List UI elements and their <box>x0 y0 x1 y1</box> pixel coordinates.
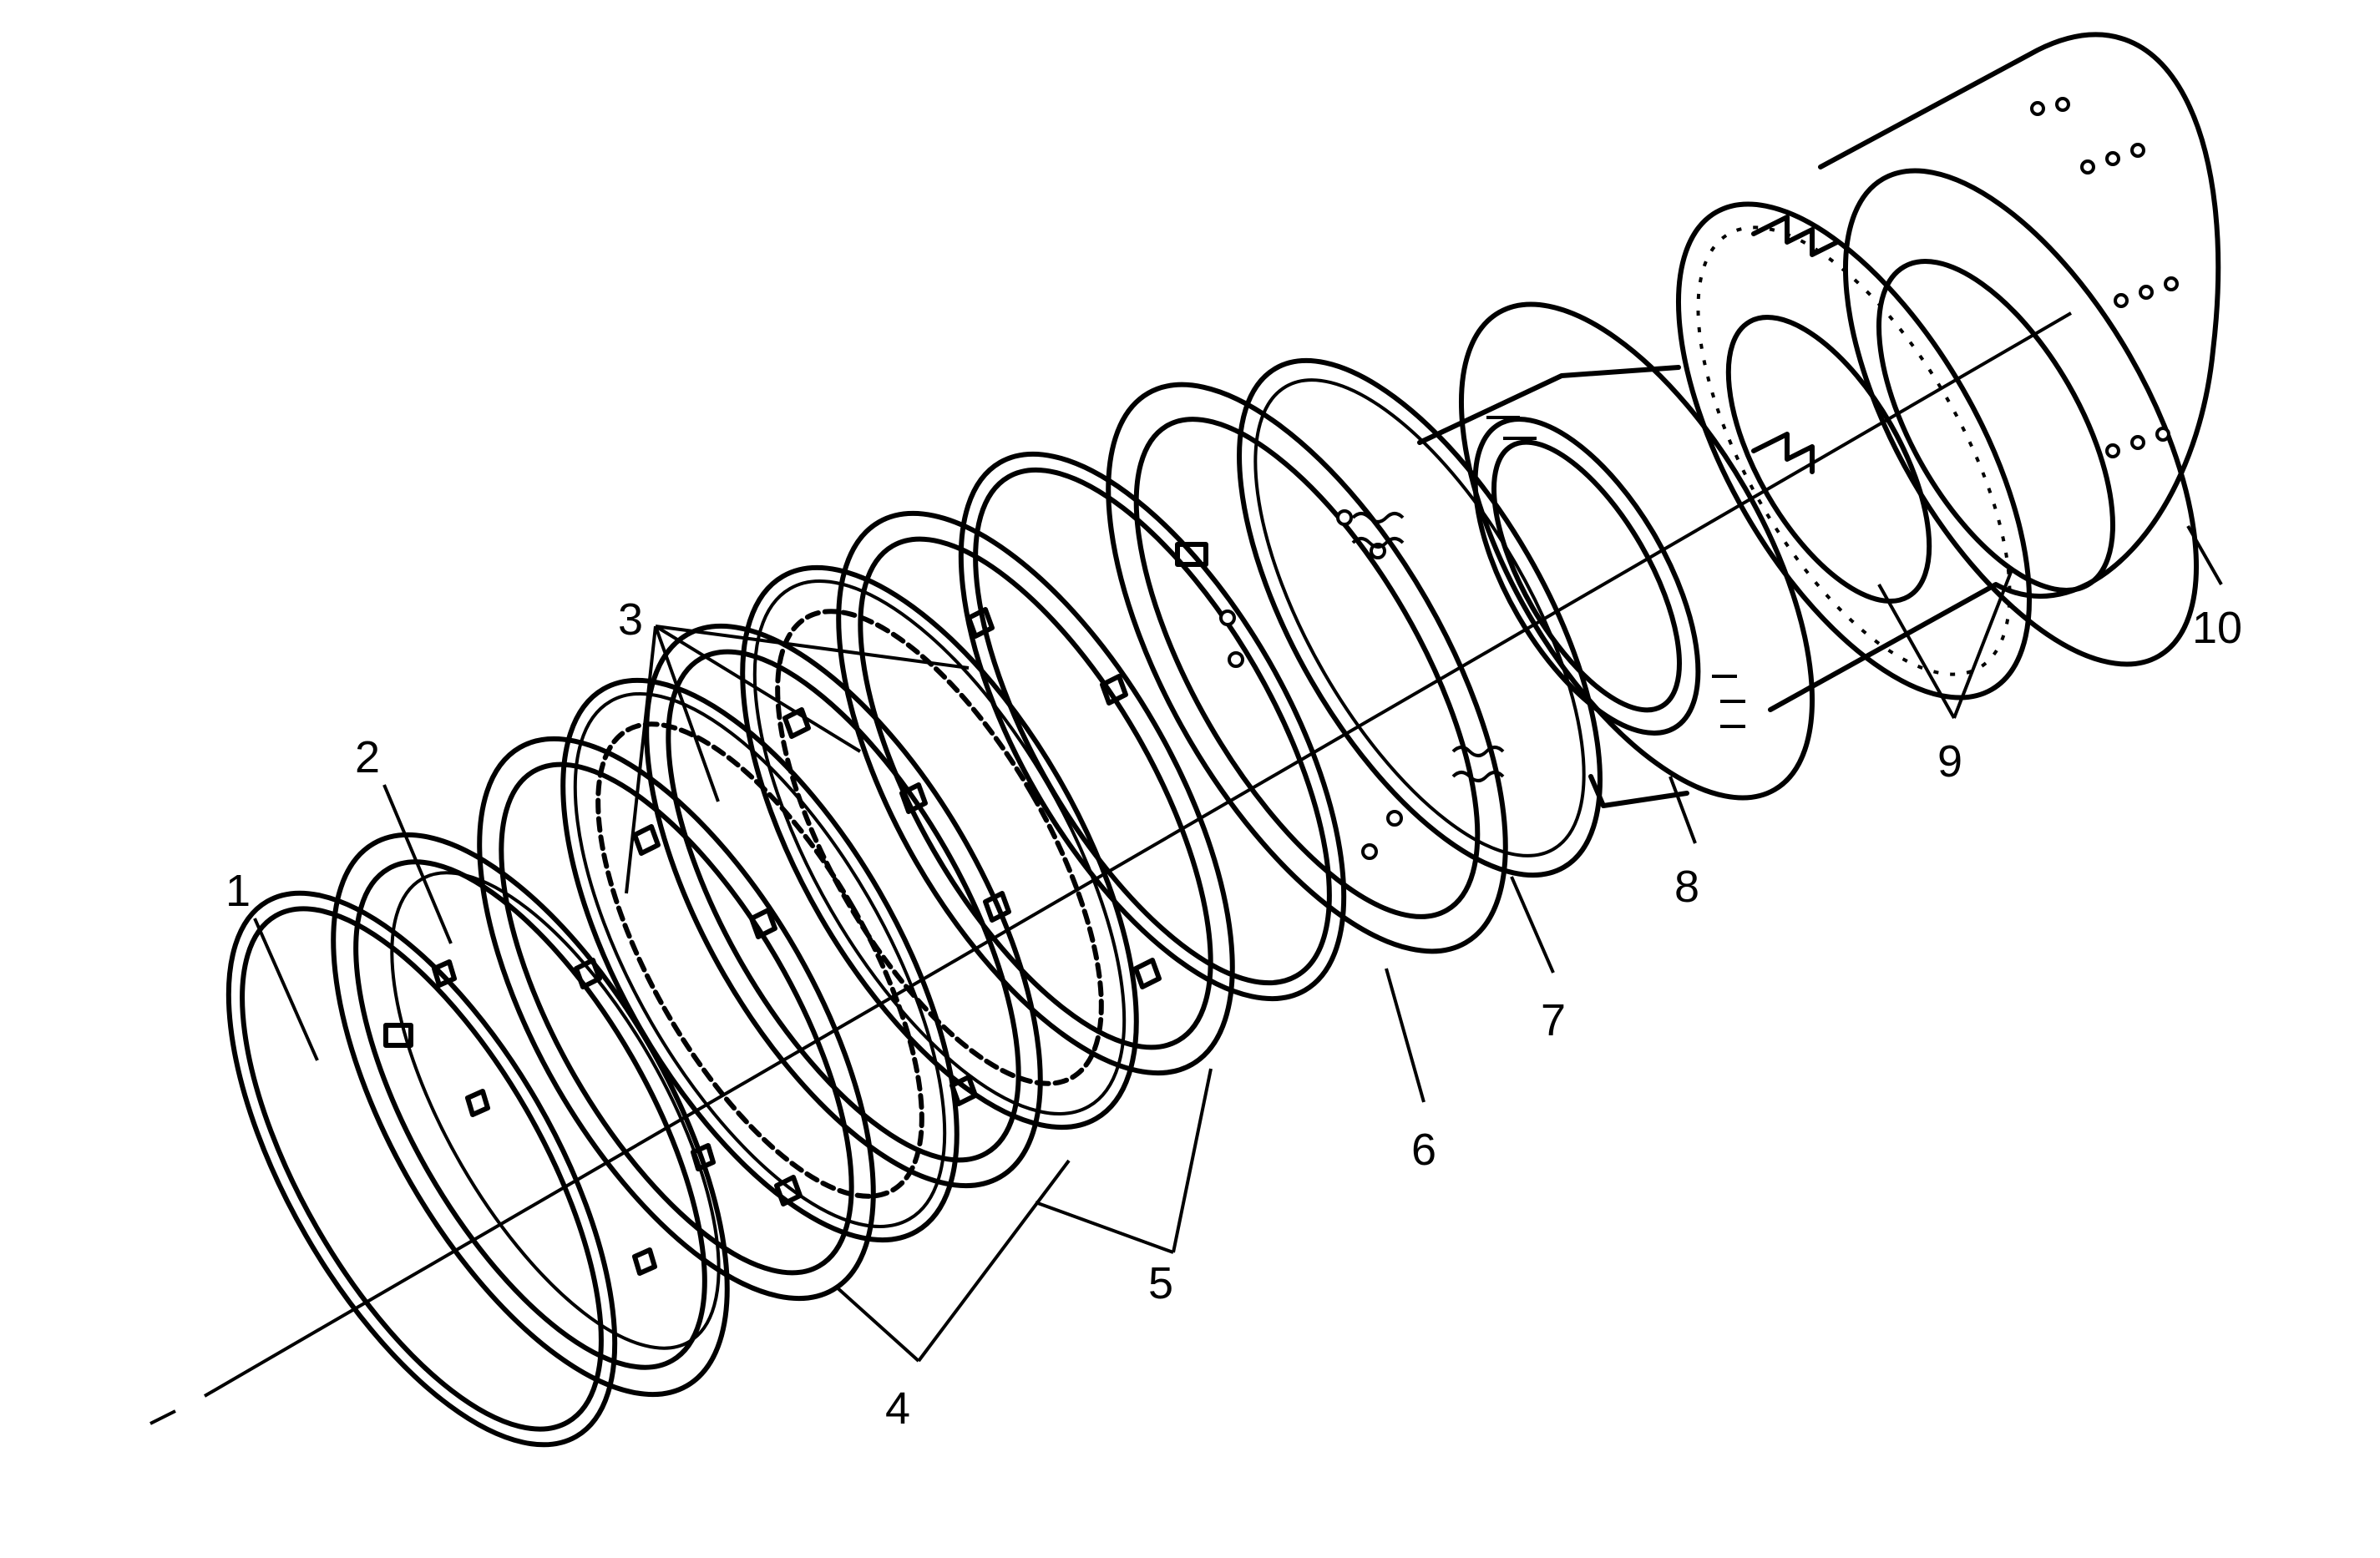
callout-2: 2 <box>355 732 380 782</box>
callout-7: 7 <box>1541 995 1566 1045</box>
callout-labels: 1 2 3 4 5 6 7 8 9 10 <box>225 594 2242 1434</box>
callout-1: 1 <box>225 866 251 916</box>
leader-lines <box>253 525 2223 1363</box>
callout-4: 4 <box>885 1383 910 1434</box>
callout-10: 10 <box>2192 603 2242 653</box>
return-spring-part-7 <box>1237 357 1603 878</box>
wave-plate-part-5 <box>958 451 1347 1002</box>
spring-retainer-part-6 <box>1106 382 1508 954</box>
friction-plate-part-4-a <box>560 677 960 1243</box>
piston-part-8 <box>1417 301 1815 808</box>
callout-8: 8 <box>1674 862 1699 912</box>
steel-plate-part-3-a <box>477 736 876 1302</box>
clutch-housing-part-10 <box>1751 32 2221 712</box>
snap-ring-part-1 <box>225 890 618 1448</box>
callout-6: 6 <box>1411 1125 1436 1175</box>
callout-3: 3 <box>618 594 643 645</box>
center-axis <box>149 311 2073 1425</box>
piston-seals-part-9 <box>1676 201 2032 701</box>
steel-plate-part-3-c <box>836 510 1235 1076</box>
callout-5: 5 <box>1148 1258 1173 1308</box>
callout-9: 9 <box>1937 736 1962 787</box>
